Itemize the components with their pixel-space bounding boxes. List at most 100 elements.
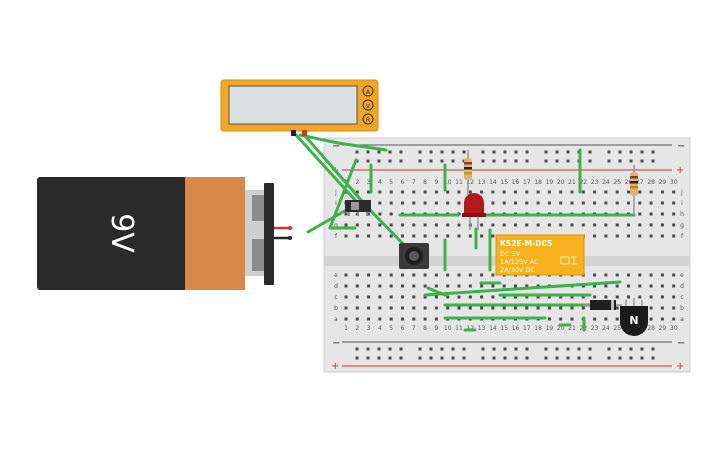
bottom-rail-minus-hole[interactable] (492, 347, 496, 351)
hole-f4[interactable] (378, 234, 382, 238)
hole-j21[interactable] (570, 190, 574, 194)
top-rail-plus-hole[interactable] (525, 159, 529, 163)
diode[interactable] (583, 300, 622, 310)
hole-j7[interactable] (412, 190, 416, 194)
hole-h5[interactable] (389, 212, 393, 216)
hole-b13[interactable] (480, 306, 484, 310)
hole-j27[interactable] (638, 190, 642, 194)
top-rail-minus-hole[interactable] (377, 150, 381, 154)
top-rail-plus-hole[interactable] (492, 159, 496, 163)
top-rail-plus-hole[interactable] (651, 159, 655, 163)
multimeter-button-v[interactable]: V (362, 99, 374, 111)
hole-f1[interactable] (344, 234, 348, 238)
top-rail-plus-hole[interactable] (481, 159, 485, 163)
hole-d6[interactable] (401, 284, 404, 288)
bottom-rail-plus-hole[interactable] (418, 356, 422, 360)
hole-j8[interactable] (423, 190, 427, 194)
hole-c17[interactable] (525, 295, 529, 299)
bottom-rail-plus-hole[interactable] (429, 356, 433, 360)
slide-switch-knob[interactable] (351, 202, 359, 210)
hole-c4[interactable] (378, 295, 382, 299)
bottom-rail-plus-hole[interactable] (618, 356, 622, 360)
hole-e10[interactable] (446, 273, 450, 277)
hole-i25[interactable] (615, 201, 619, 205)
hole-i18[interactable] (536, 201, 540, 205)
hole-d27[interactable] (638, 284, 642, 288)
hole-c22[interactable] (581, 295, 585, 299)
hole-f27[interactable] (638, 234, 642, 238)
hole-g2[interactable] (355, 223, 359, 227)
hole-g21[interactable] (570, 223, 574, 227)
hole-j5[interactable] (389, 190, 393, 194)
hole-e4[interactable] (378, 273, 382, 277)
top-rail-plus-hole[interactable] (399, 159, 403, 163)
top-rail-minus-hole[interactable] (607, 150, 611, 154)
bottom-rail-plus-hole[interactable] (514, 356, 518, 360)
battery-9v[interactable]: 9V (37, 177, 292, 290)
hole-b15[interactable] (502, 306, 506, 310)
hole-e14[interactable] (491, 273, 495, 277)
hole-d26[interactable] (627, 284, 630, 288)
hole-d2[interactable] (355, 284, 359, 288)
bottom-rail-minus-hole[interactable] (566, 347, 570, 351)
hole-d3[interactable] (367, 284, 371, 288)
hole-f13[interactable] (480, 234, 484, 238)
hole-c3[interactable] (367, 295, 371, 299)
bottom-rail-minus-hole[interactable] (355, 347, 359, 351)
top-rail-minus-hole[interactable] (418, 150, 422, 154)
hole-a9[interactable] (434, 317, 438, 321)
top-rail-plus-hole[interactable] (377, 159, 381, 163)
hole-e3[interactable] (367, 273, 371, 277)
bottom-rail-minus-hole[interactable] (588, 347, 592, 351)
hole-c7[interactable] (412, 295, 416, 299)
hole-j15[interactable] (502, 190, 506, 194)
bottom-rail-plus-hole[interactable] (640, 356, 644, 360)
hole-b2[interactable] (355, 306, 359, 310)
hole-a29[interactable] (660, 317, 664, 321)
top-rail-plus-hole[interactable] (607, 159, 611, 163)
hole-d22[interactable] (581, 284, 585, 288)
top-rail-plus-hole[interactable] (544, 159, 548, 163)
hole-i9[interactable] (434, 201, 438, 205)
hole-a20[interactable] (559, 317, 563, 321)
hole-j28[interactable] (649, 190, 653, 194)
hole-d28[interactable] (649, 284, 653, 288)
hole-d15[interactable] (502, 284, 506, 288)
hole-c14[interactable] (491, 295, 495, 299)
multimeter-probe-red[interactable] (302, 130, 307, 136)
top-rail-plus-hole[interactable] (440, 159, 444, 163)
top-rail-plus-hole[interactable] (618, 159, 622, 163)
bottom-rail-plus-hole[interactable] (462, 356, 466, 360)
top-rail-minus-hole[interactable] (429, 150, 433, 154)
hole-i14[interactable] (491, 201, 495, 205)
hole-a1[interactable] (344, 317, 348, 321)
hole-j10[interactable] (446, 190, 450, 194)
hole-e9[interactable] (434, 273, 438, 277)
top-rail-minus-hole[interactable] (618, 150, 622, 154)
top-rail-minus-hole[interactable] (514, 150, 518, 154)
multimeter-button-a[interactable]: A (362, 85, 374, 97)
hole-b4[interactable] (378, 306, 382, 310)
hole-c29[interactable] (660, 295, 664, 299)
hole-g28[interactable] (649, 223, 653, 227)
push-button[interactable] (399, 243, 429, 269)
hole-d23[interactable] (593, 284, 597, 288)
hole-c25[interactable] (615, 295, 619, 299)
bottom-rail-plus-hole[interactable] (399, 356, 403, 360)
hole-c8[interactable] (423, 295, 427, 299)
hole-i6[interactable] (401, 201, 404, 205)
bottom-rail-minus-hole[interactable] (418, 347, 422, 351)
hole-i28[interactable] (649, 201, 653, 205)
resistor-1[interactable] (464, 150, 472, 200)
top-rail-plus-hole[interactable] (514, 159, 518, 163)
hole-j14[interactable] (491, 190, 495, 194)
hole-d16[interactable] (514, 284, 517, 288)
hole-i27[interactable] (638, 201, 642, 205)
hole-i26[interactable] (627, 201, 630, 205)
hole-c1[interactable] (344, 295, 348, 299)
hole-f2[interactable] (355, 234, 359, 238)
hole-j25[interactable] (615, 190, 619, 194)
battery-snap-connector[interactable] (264, 183, 274, 285)
top-rail-minus-hole[interactable] (629, 150, 633, 154)
hole-i19[interactable] (547, 201, 551, 205)
